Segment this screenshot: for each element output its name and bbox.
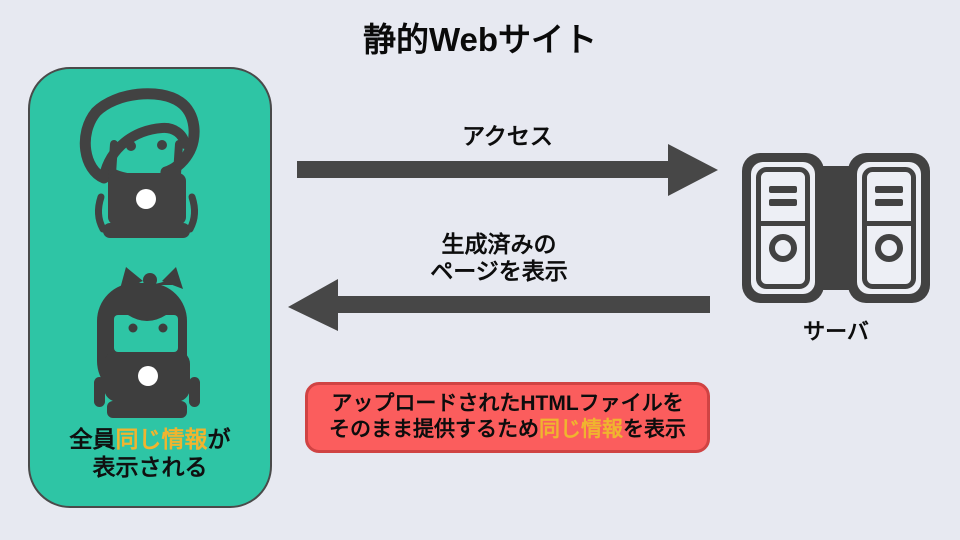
arrow-right-icon xyxy=(297,144,718,196)
caption-highlight: 同じ情報 xyxy=(115,426,208,452)
note-highlight: 同じ情報 xyxy=(539,418,623,441)
response-label-line-1: 生成済みの xyxy=(441,231,557,257)
note-box: アップロードされたHTMLファイルを そのまま提供するため同じ情報を表示 xyxy=(305,382,710,453)
response-label-line-2: ページを表示 xyxy=(430,258,568,284)
access-label: アクセス xyxy=(462,123,553,149)
caption-text: が xyxy=(207,426,231,452)
users-caption: 全員同じ情報が 表示される xyxy=(30,425,270,481)
note-text: そのまま提供するため xyxy=(329,418,539,441)
note-text: を表示 xyxy=(623,418,686,441)
note-line-2: そのまま提供するため同じ情報を表示 xyxy=(308,417,707,443)
server-label: サーバ xyxy=(803,319,869,344)
note-line-1: アップロードされたHTMLファイルを xyxy=(331,392,684,415)
response-label: 生成済みの ページを表示 xyxy=(286,231,712,285)
caption-line-2: 表示される xyxy=(92,454,208,480)
caption-text: 全員 xyxy=(69,426,116,452)
page-title: 静的Webサイト xyxy=(362,21,598,58)
woman-with-laptop-icon xyxy=(79,88,200,238)
caption-line-1: 全員同じ情報が xyxy=(30,425,270,453)
girl-with-laptop-icon xyxy=(94,267,200,418)
server-icon xyxy=(742,153,930,303)
users-panel: 全員同じ情報が 表示される xyxy=(28,67,272,508)
arrow-left-icon xyxy=(288,279,710,331)
